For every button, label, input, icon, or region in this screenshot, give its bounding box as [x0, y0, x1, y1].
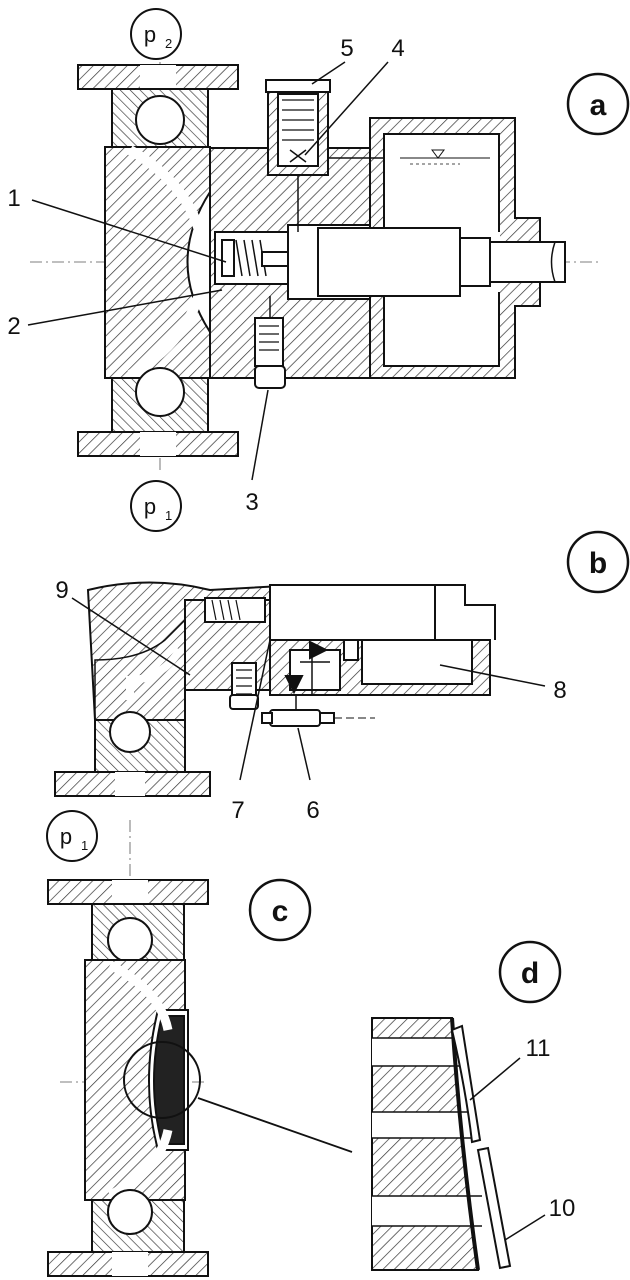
panel-a-drawing — [30, 40, 600, 470]
part-6-label: 6 — [306, 797, 319, 824]
leader-7 — [239, 639, 271, 781]
p1-subscript: 1 — [165, 508, 172, 523]
p1-subscript-c: 1 — [81, 838, 88, 853]
panel-d-badge — [498, 940, 562, 1004]
leader-1 — [31, 199, 227, 263]
top-ball-c — [107, 917, 153, 963]
valve-bore-b — [204, 597, 266, 623]
p1-badge — [130, 480, 182, 532]
part-1-label: 1 — [7, 185, 20, 212]
panel-d-label: d — [521, 957, 539, 990]
leader-9 — [71, 597, 191, 676]
p2-label: p — [144, 22, 156, 47]
valve-seat — [221, 239, 235, 277]
panel-c-label: c — [272, 895, 289, 928]
panel-c-badge — [248, 878, 312, 942]
part-4-label: 4 — [391, 35, 404, 62]
panel-c-labels: p 1 c — [46, 810, 312, 942]
sensor-6 — [269, 709, 321, 727]
plunger-b — [269, 584, 436, 641]
valve-plug-3 — [254, 365, 286, 389]
p2-subscript: 2 — [165, 36, 172, 51]
panel-c-leaders — [197, 1097, 353, 1153]
leader-10 — [504, 1214, 546, 1241]
plunger-outer — [317, 227, 461, 297]
panel-a-leaders — [27, 61, 389, 481]
valve-spring — [235, 239, 267, 277]
pad-segment-11 — [450, 1024, 482, 1144]
lining-c — [153, 1015, 185, 1145]
leader-2 — [27, 289, 223, 326]
p1-badge-c — [46, 810, 98, 862]
p1-label-c: p — [60, 824, 72, 849]
reservoir-b — [361, 639, 473, 685]
leader-6 — [297, 727, 311, 781]
panel-b-labels: b 9 8 7 6 — [55, 530, 630, 824]
flow-arrow-right — [309, 640, 329, 660]
panel-b-label: b — [589, 547, 607, 580]
top-bearing-ball — [135, 95, 185, 145]
leader-3 — [251, 389, 269, 481]
panel-c-drawing — [47, 820, 209, 1277]
valve-spring-5 — [282, 99, 314, 141]
panel-d-drawing — [371, 1017, 512, 1271]
valve-cap — [265, 79, 331, 93]
bottom-bearing-ball — [135, 367, 185, 417]
part-9-label: 9 — [55, 577, 68, 604]
part-3-label: 3 — [245, 489, 258, 516]
leader-8 — [439, 664, 546, 687]
part-5-label: 5 — [340, 35, 353, 62]
detail-circle — [123, 1041, 201, 1119]
panel-b-badge — [566, 530, 630, 594]
panel-b-leaders — [71, 597, 546, 781]
bearing-ball-b — [109, 711, 151, 753]
leader-11 — [469, 1057, 521, 1101]
panel-d-labels: d 11 10 — [498, 940, 576, 1222]
leader-4 — [304, 61, 389, 156]
part-10-label: 10 — [549, 1195, 576, 1222]
p1-label: p — [144, 494, 156, 519]
part-2-label: 2 — [7, 313, 20, 340]
panel-a-label: a — [590, 89, 607, 122]
bottom-ball-c — [107, 1189, 153, 1235]
flow-arrow-down — [284, 675, 304, 695]
part-7-label: 7 — [231, 797, 244, 824]
valve-ball-4 — [289, 149, 307, 163]
detail-leader — [197, 1097, 353, 1153]
leader-5 — [311, 61, 346, 85]
shaft-coupling — [459, 237, 491, 287]
lower-channel — [127, 261, 210, 380]
pad-segment-10 — [476, 1146, 512, 1270]
p2-badge — [130, 8, 182, 60]
panel-a-labels: a p 2 p 1 1 2 3 4 5 — [7, 8, 630, 532]
part-8-label: 8 — [553, 677, 566, 704]
panel-b-drawing — [54, 581, 496, 797]
upper-channel — [127, 145, 210, 263]
panel-a-badge — [566, 72, 630, 136]
part-11-label: 11 — [526, 1035, 551, 1062]
panel-d-leaders — [469, 1057, 546, 1241]
